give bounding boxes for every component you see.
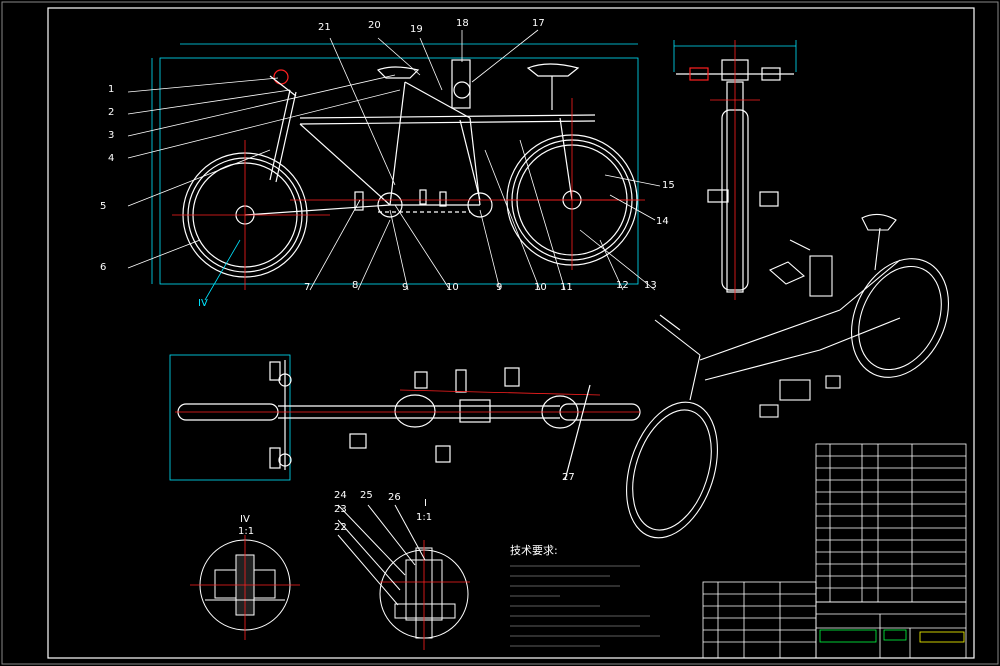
callout-bottom-10b: 10 (534, 282, 547, 293)
bicycle-isometric-view-icon (626, 213, 950, 539)
callout-bottom-11: 11 (560, 282, 573, 293)
tech-notes-lines (510, 565, 660, 647)
callout-plan-27: 27 (562, 472, 575, 483)
detail-section-iv (190, 535, 300, 640)
callout-right-14: 14 (656, 216, 669, 227)
callout-detail-22: 22 (334, 522, 347, 533)
detail-i-title: I (424, 498, 427, 509)
callout-left-5: 5 (100, 201, 106, 212)
callout-section-iv: IV (198, 298, 208, 309)
callout-bottom-9b: 9 (496, 282, 502, 293)
callout-left-6: 6 (100, 262, 106, 273)
callout-left-4: 4 (108, 153, 114, 164)
title-block (702, 581, 967, 659)
parts-list-table (815, 443, 967, 603)
callout-top-18: 18 (456, 18, 469, 29)
callout-left-1: 1 (108, 84, 114, 95)
detail-section-i (337, 504, 470, 650)
inner-frame (47, 7, 975, 659)
tech-notes-heading: 技术要求: (510, 544, 558, 557)
callout-detail-25: 25 (360, 490, 373, 501)
detail-iv-title: IV (240, 514, 250, 525)
side-view-leaders (127, 29, 661, 301)
detail-iv-scale: 1:1 (238, 526, 254, 537)
callout-right-15: 15 (662, 180, 675, 191)
bicycle-side-view-icon (151, 43, 645, 290)
callout-top-17: 17 (532, 18, 545, 29)
callout-detail-24: 24 (334, 490, 347, 501)
callout-bottom-12: 12 (616, 280, 629, 291)
callout-top-20: 20 (368, 20, 381, 31)
bicycle-top-view-icon (169, 354, 641, 481)
callout-left-3: 3 (108, 130, 114, 141)
callout-detail-26: 26 (388, 492, 401, 503)
bicycle-front-view-icon (673, 40, 797, 300)
callout-bottom-7: 7 (304, 282, 310, 293)
callout-left-2: 2 (108, 107, 114, 118)
callout-bottom-13: 13 (644, 280, 657, 291)
callout-detail-23: 23 (334, 504, 347, 515)
callout-bottom-8: 8 (352, 280, 358, 291)
callout-bottom-9a: 9 (402, 282, 408, 293)
callout-top-19: 19 (410, 24, 423, 35)
callout-top-21: 21 (318, 22, 331, 33)
detail-i-scale: 1:1 (416, 512, 432, 523)
callout-bottom-10a: 10 (446, 282, 459, 293)
